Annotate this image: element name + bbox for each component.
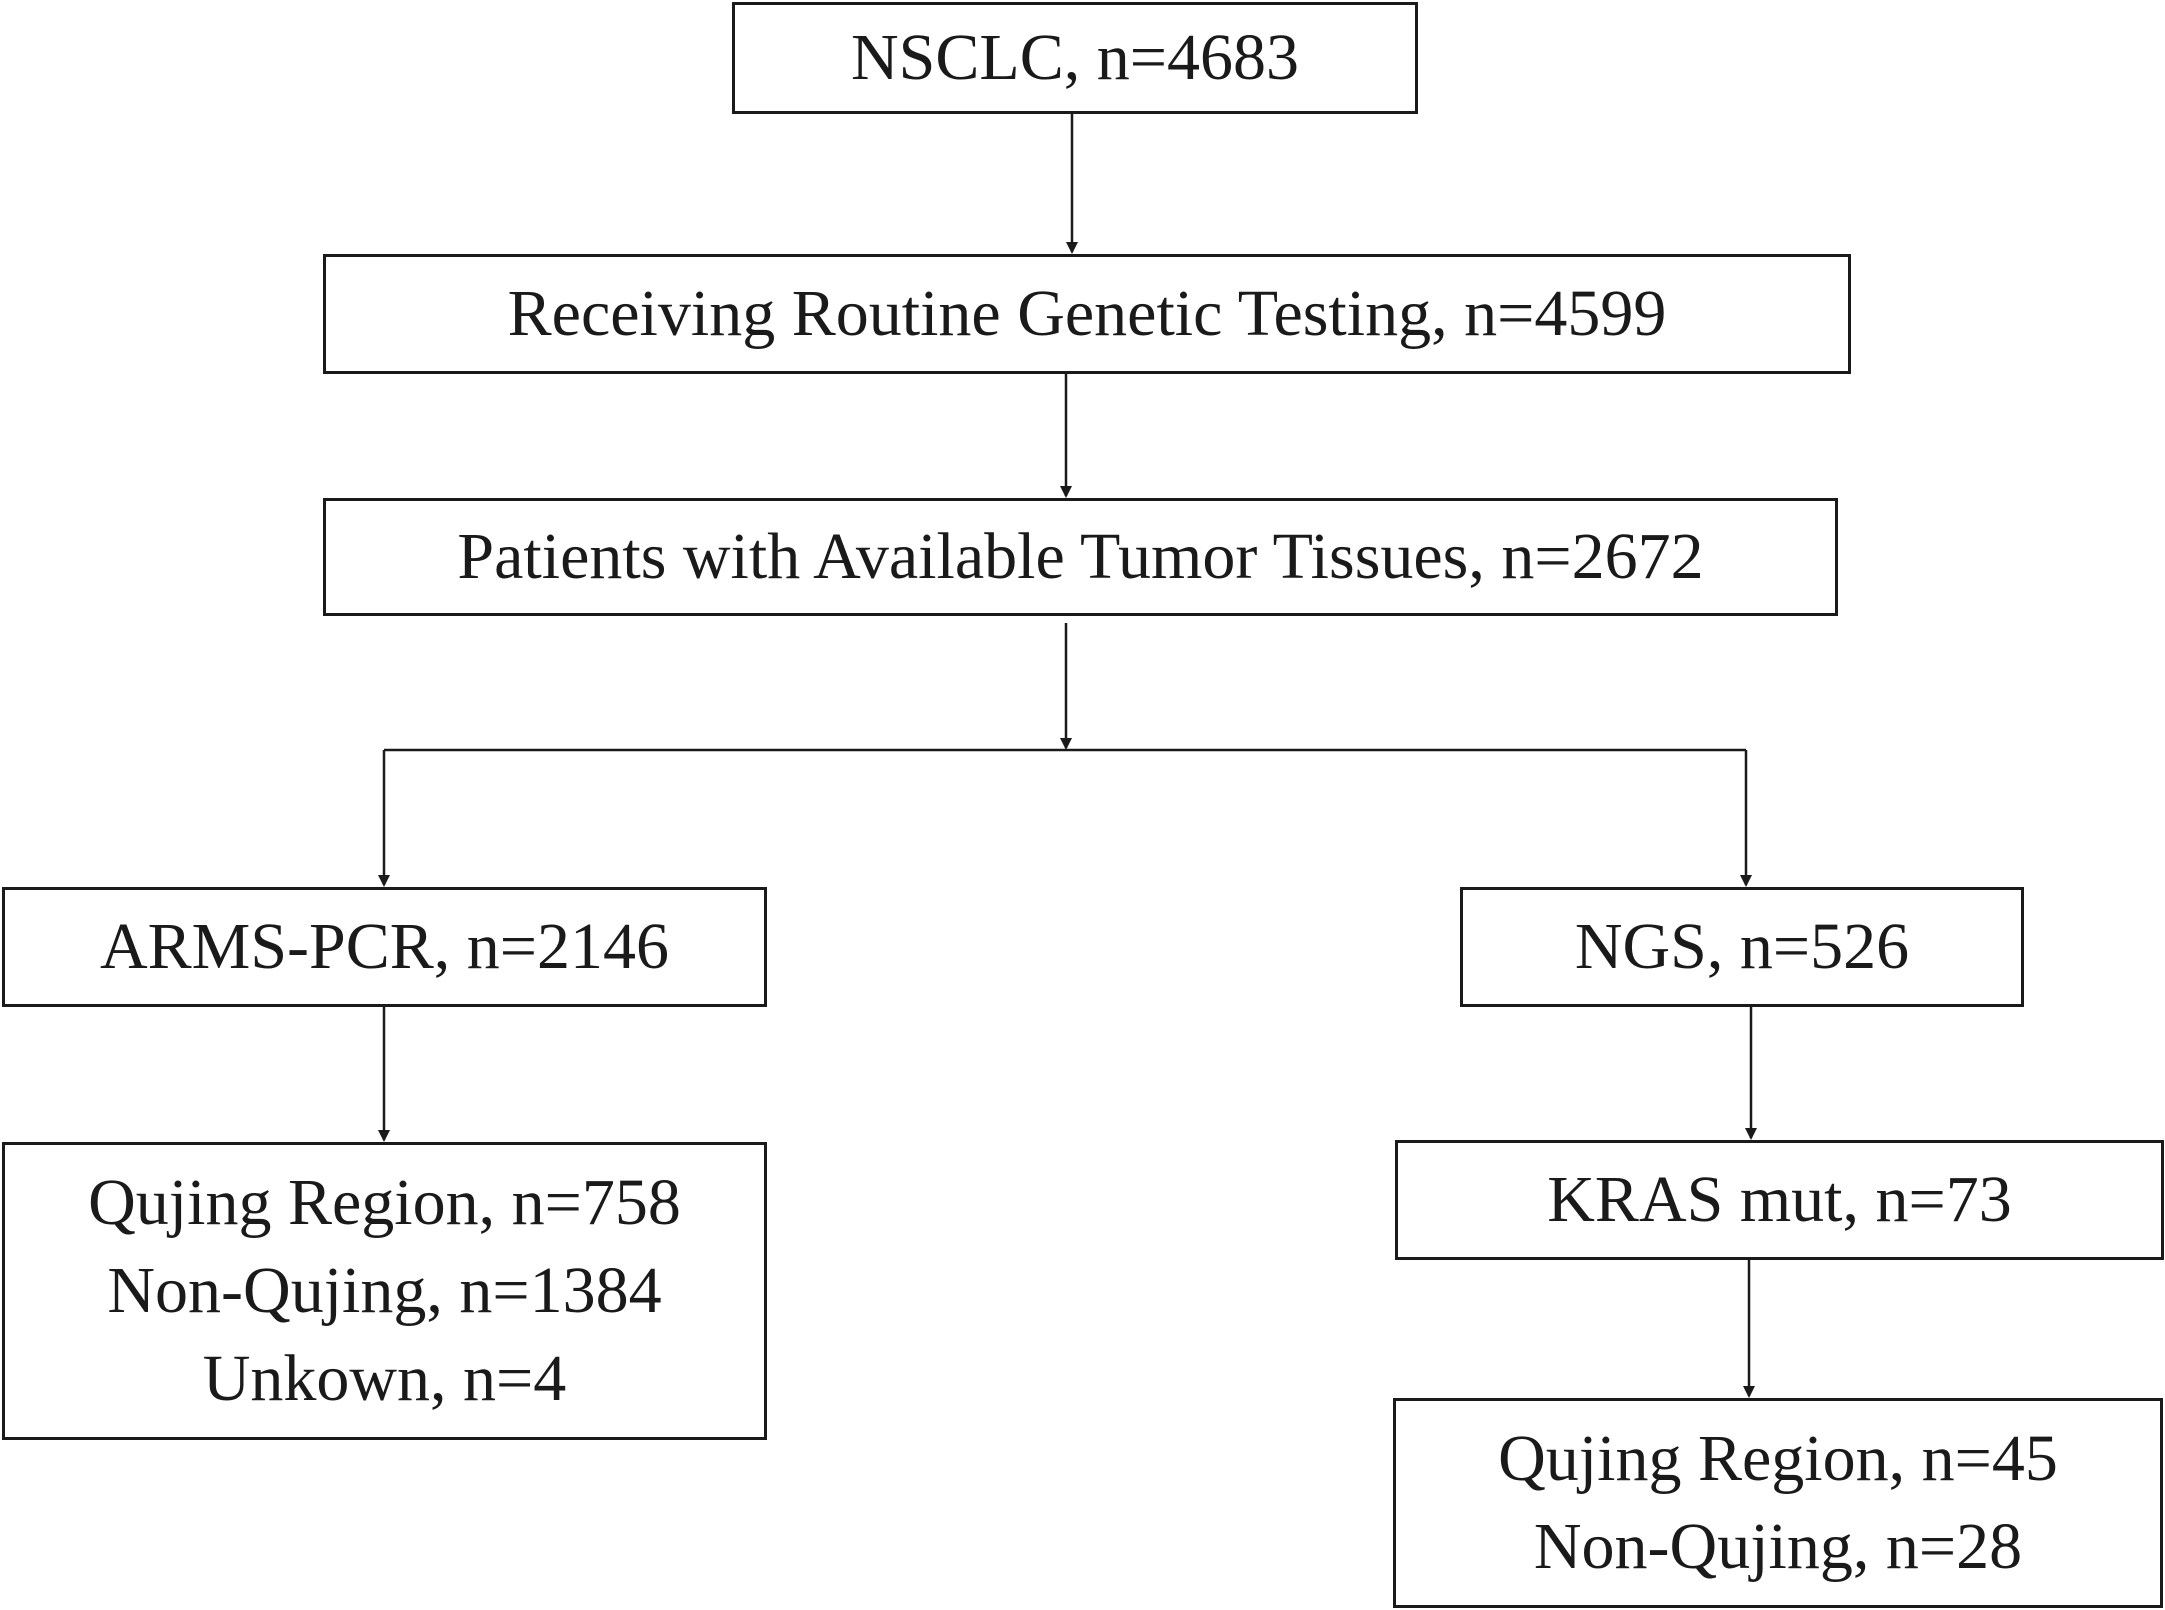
node-genetic-testing: Receiving Routine Genetic Testing, n=459… <box>323 254 1851 374</box>
node-tumor-tissues: Patients with Available Tumor Tissues, n… <box>323 498 1838 616</box>
node-genetic-testing-label: Receiving Routine Genetic Testing, n=459… <box>507 277 1667 350</box>
node-kras-regions-line-qujing: Qujing Region, n=45 <box>1498 1422 2058 1495</box>
node-ngs: NGS, n=526 <box>1460 887 2024 1007</box>
node-arms-regions-line-non-qujing: Non-Qujing, n=1384 <box>107 1254 662 1327</box>
node-arms-pcr: ARMS-PCR, n=2146 <box>2 887 767 1007</box>
node-nsclc-label: NSCLC, n=4683 <box>851 21 1299 94</box>
node-kras-regions-line-non-qujing: Non-Qujing, n=28 <box>1533 1510 2023 1583</box>
node-tumor-tissues-label: Patients with Available Tumor Tissues, n… <box>457 520 1704 593</box>
node-kras-mut-label: KRAS mut, n=73 <box>1547 1163 2012 1236</box>
node-arms-regions: Qujing Region, n=758 Non-Qujing, n=1384 … <box>2 1142 767 1440</box>
node-kras-regions: Qujing Region, n=45 Non-Qujing, n=28 <box>1393 1398 2163 1608</box>
node-arms-regions-line-unknown: Unkown, n=4 <box>202 1342 567 1415</box>
node-ngs-label: NGS, n=526 <box>1574 910 1910 983</box>
node-nsclc: NSCLC, n=4683 <box>732 2 1418 114</box>
node-arms-regions-line-qujing: Qujing Region, n=758 <box>88 1166 681 1239</box>
node-kras-mut: KRAS mut, n=73 <box>1395 1140 2164 1260</box>
node-arms-pcr-label: ARMS-PCR, n=2146 <box>99 910 670 983</box>
